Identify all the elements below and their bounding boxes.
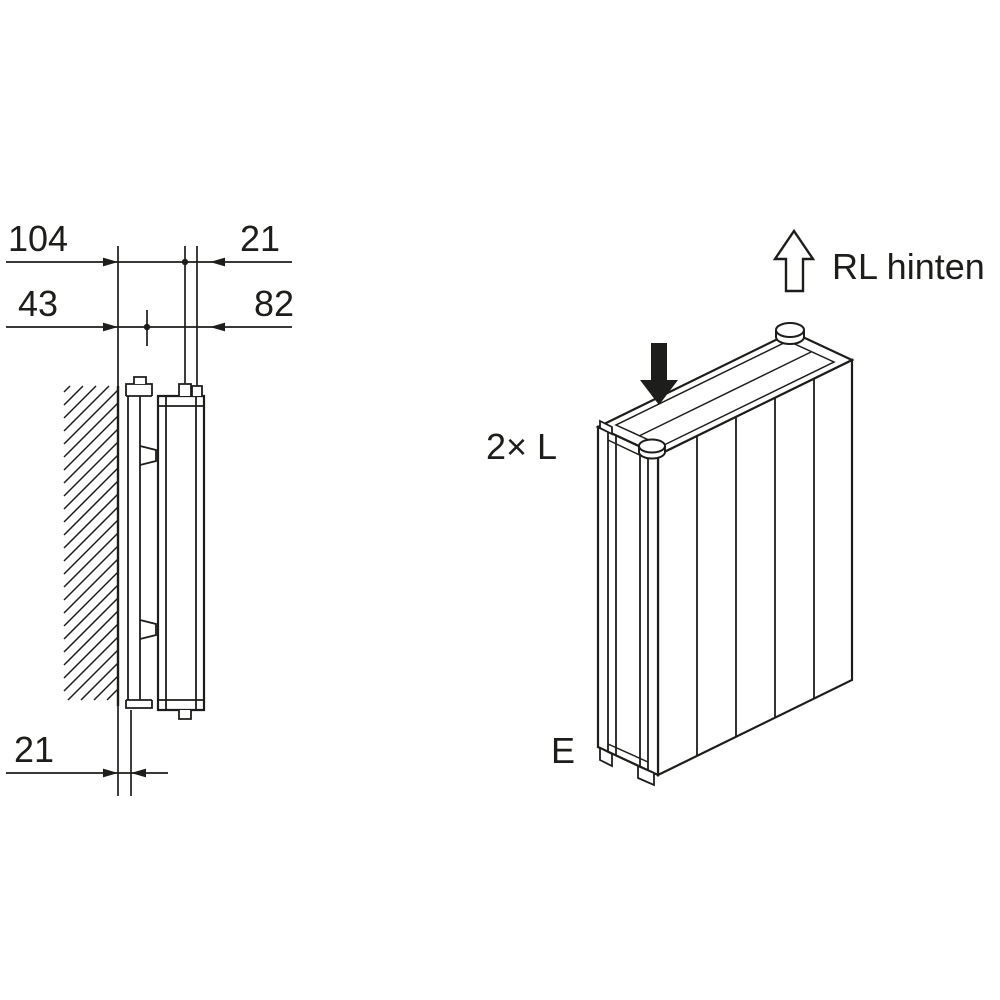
air-vent-plug-rear <box>775 322 805 345</box>
top-dimension-row: 104 21 <box>6 218 292 267</box>
radiator-side-profile <box>156 383 206 720</box>
bracket-qty-label: 2× L <box>486 426 557 467</box>
radiator-outline <box>156 394 206 712</box>
radiator-top-nub-1 <box>178 383 192 396</box>
bracket-bottom-foot <box>125 699 153 709</box>
dim-21-top-label: 21 <box>240 218 280 259</box>
arrowhead-left <box>210 322 225 332</box>
arrowhead-left <box>210 257 225 267</box>
air-vent-plug-front <box>638 438 666 460</box>
insert-direction-down-arrow-icon <box>640 343 678 405</box>
arrowhead-right <box>103 322 118 332</box>
end-face-top-nub <box>599 419 613 436</box>
dim-43-label: 43 <box>18 283 58 324</box>
radiator-inner-horizontals <box>158 405 204 701</box>
return-line-label: RL hinten <box>832 246 985 287</box>
bracket-top-nub <box>133 376 147 384</box>
mid-dimension-row: 43 82 <box>6 283 294 332</box>
end-face-feet <box>599 746 655 787</box>
plug-cap <box>638 438 666 454</box>
wall-section <box>63 385 120 706</box>
mounting-bracket-profile <box>125 376 157 709</box>
foot-rear <box>599 746 613 768</box>
radiator-end-face <box>596 425 660 777</box>
dim-21-bottom-label: 21 <box>14 729 54 770</box>
side-view: 104 21 43 82 <box>6 218 294 796</box>
radiator-iso-body <box>595 322 855 787</box>
wall-hatching <box>63 385 119 701</box>
plug-cap <box>775 322 805 338</box>
foot-front <box>637 764 655 787</box>
radiator-bottom-nub <box>178 710 192 720</box>
bracket-top-cap <box>125 383 153 397</box>
dim-82-label: 82 <box>254 283 294 324</box>
top-face-center-rib <box>638 351 812 437</box>
bracket-hook-upper <box>139 445 157 466</box>
bracket-strip <box>127 396 141 700</box>
dim-point-marker <box>143 323 151 331</box>
radiator-top-nub-2 <box>191 385 203 396</box>
iso-view: RL hinten 2× L E <box>486 228 985 787</box>
dim-point-marker <box>181 258 189 266</box>
bottom-dimension-row: 21 <box>6 729 168 778</box>
end-face-channel-lines <box>607 432 649 770</box>
arrowhead-left <box>131 768 146 778</box>
dim-104-label: 104 <box>8 218 68 259</box>
extension-lines <box>117 246 198 796</box>
panel-divider-lines <box>696 379 815 756</box>
end-face-label: E <box>551 730 575 771</box>
arrowhead-right <box>103 768 118 778</box>
radiator-inner-verticals <box>165 396 197 710</box>
return-flow-up-arrow-icon <box>772 228 816 293</box>
bracket-hook-lower <box>139 619 157 640</box>
arrowhead-right <box>103 257 118 267</box>
